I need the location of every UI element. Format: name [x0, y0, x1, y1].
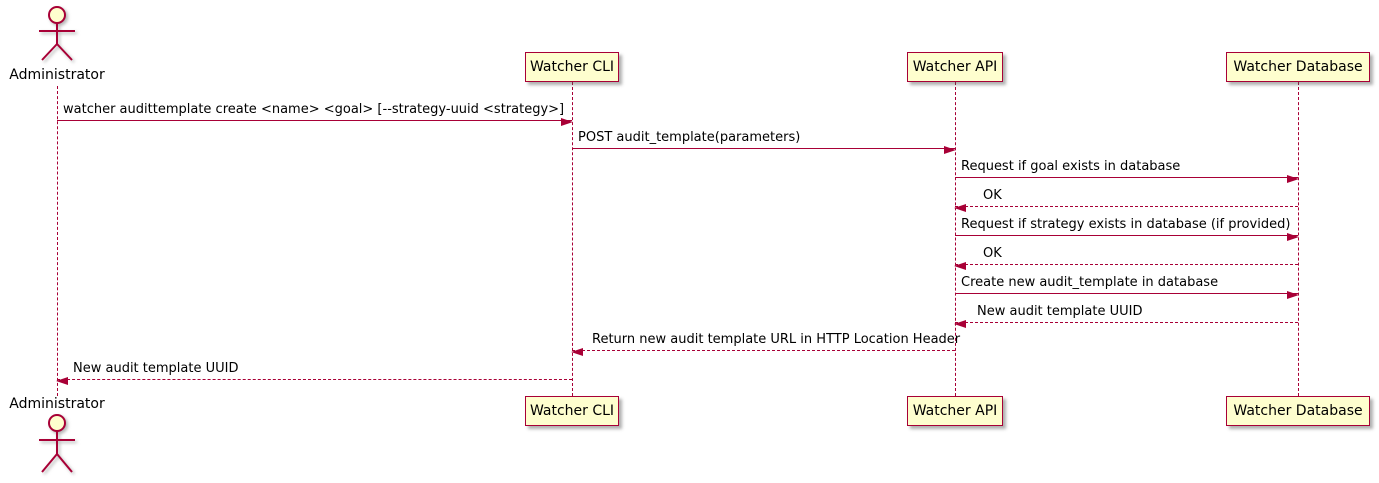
- message-10: New audit template UUID: [56, 358, 572, 385]
- arrowhead-left-icon: [954, 319, 966, 328]
- lifeline-watcher-cli: [572, 82, 573, 396]
- message-6: OK: [954, 243, 1298, 270]
- administrator-actor-icon: [39, 414, 75, 473]
- arrowhead-right-icon: [944, 145, 956, 154]
- arrowhead-left-icon: [571, 347, 583, 356]
- arrowhead-left-icon: [56, 376, 68, 385]
- arrowhead-right-icon: [1287, 174, 1299, 183]
- message-3: Request if goal exists in database: [955, 156, 1299, 183]
- actor-label-bottom: Administrator: [9, 396, 105, 412]
- arrowhead-right-icon: [1287, 232, 1299, 241]
- message-2: POST audit_template(parameters): [572, 127, 956, 154]
- arrowhead-right-icon: [561, 117, 573, 126]
- arrowhead-left-icon: [954, 203, 966, 212]
- message-5: Request if strategy exists in database (…: [955, 214, 1299, 241]
- message-7: Create new audit_template in database: [955, 272, 1299, 299]
- message-1: watcher audittemplate create <name> <goa…: [57, 99, 573, 126]
- message-4: OK: [954, 185, 1298, 212]
- participant-watcher-api-top: Watcher API: [907, 52, 1003, 82]
- actor-label-top: Administrator: [9, 67, 105, 83]
- message-8: New audit template UUID: [954, 301, 1298, 328]
- participant-watcher-cli-bottom: Watcher CLI: [525, 396, 619, 426]
- arrowhead-left-icon: [954, 261, 966, 270]
- participant-watcher-api-bottom: Watcher API: [907, 396, 1003, 426]
- lifeline-watcher-api: [955, 82, 956, 396]
- arrowhead-right-icon: [1287, 290, 1299, 299]
- message-9: Return new audit template URL in HTTP Lo…: [571, 329, 960, 356]
- lifeline-administrator: [57, 86, 58, 396]
- administrator-actor-icon: [39, 6, 75, 61]
- participant-watcher-database-top: Watcher Database: [1226, 52, 1370, 82]
- participant-watcher-database-bottom: Watcher Database: [1226, 396, 1370, 426]
- participant-watcher-cli-top: Watcher CLI: [525, 52, 619, 82]
